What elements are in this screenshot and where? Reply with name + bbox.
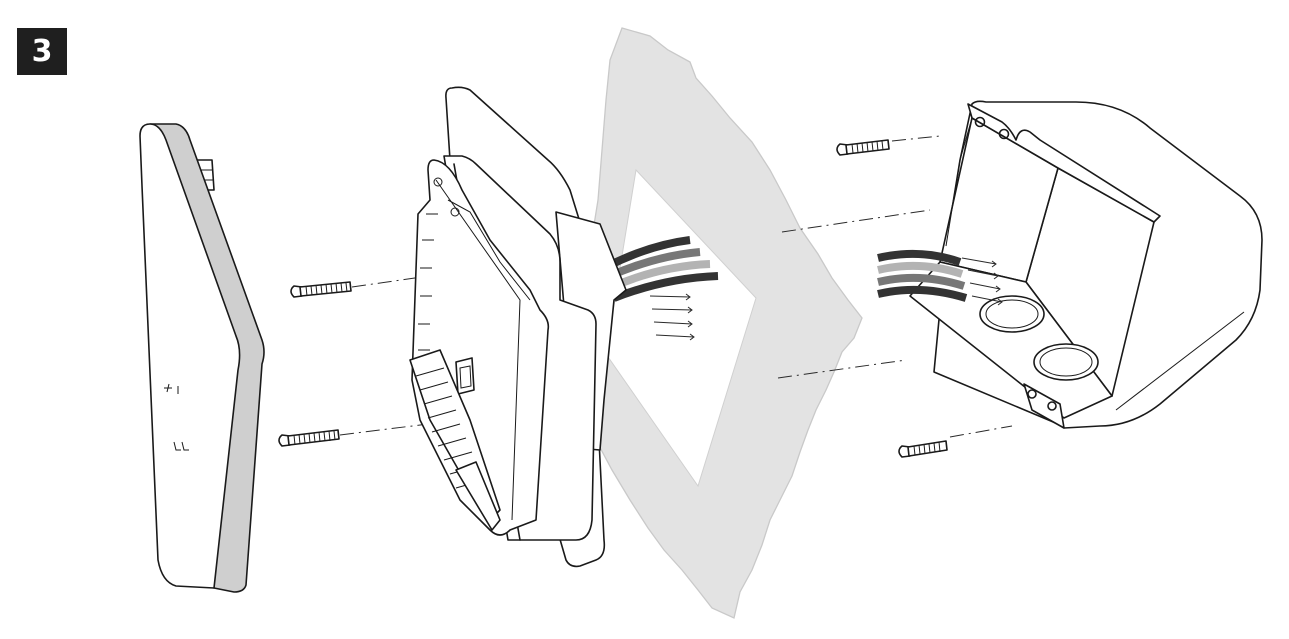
- electrical-box: [909, 100, 1263, 429]
- wire-direction-arrows: [649, 293, 695, 341]
- thermostat-faceplate: [139, 123, 265, 593]
- screw-icon: [278, 139, 948, 458]
- backplate: [409, 86, 627, 568]
- wire-direction-arrows-box: [961, 257, 1003, 306]
- step-number-badge: 3: [17, 28, 67, 75]
- step-number: 3: [31, 33, 53, 69]
- wire-bundle-box: [877, 249, 968, 302]
- wall-cutout: [577, 27, 863, 619]
